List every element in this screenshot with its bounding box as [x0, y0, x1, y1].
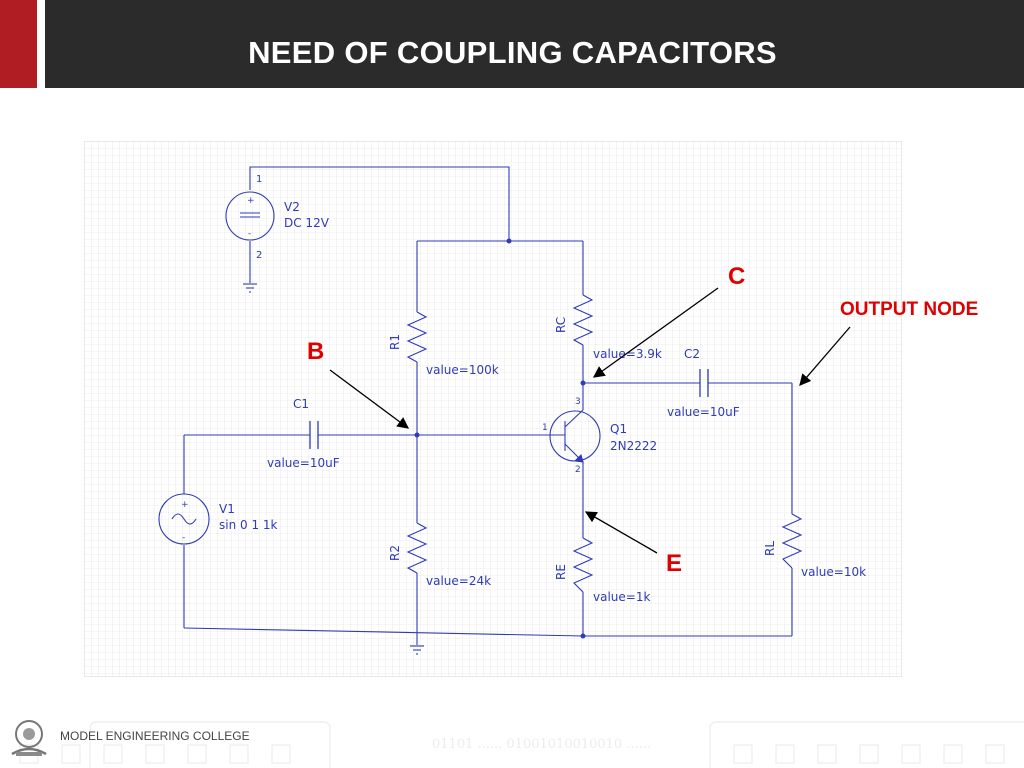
title-bar: [45, 0, 1024, 88]
resistor-r2: [406, 522, 428, 574]
v2-name: V2: [284, 200, 300, 214]
r1-name: R1: [388, 334, 402, 350]
resistor-rc: [572, 294, 594, 346]
c2-value: value=10uF: [667, 405, 740, 419]
transistor-q1: [548, 409, 601, 463]
rl-value: value=10k: [801, 565, 866, 579]
ground-symbol-main: [410, 645, 424, 655]
footer-college-name: MODEL ENGINEERING COLLEGE: [60, 729, 250, 743]
v1-name: V1: [219, 502, 235, 516]
c1-value: value=10uF: [267, 456, 340, 470]
capacitor-c1: [309, 421, 319, 449]
junction-dots: [414, 238, 586, 639]
re-name: RE: [554, 564, 568, 580]
ground-symbol-v2: [243, 283, 257, 293]
rl-name: RL: [763, 541, 777, 556]
circuit-wires: [183, 166, 793, 645]
footer-decoration: 01101 ...... 01001010010010 ......: [19, 721, 1024, 768]
r2-name: R2: [388, 545, 402, 561]
rc-value: value=3.9k: [593, 347, 662, 361]
schematic-grid: [84, 141, 902, 677]
q1-model: 2N2222: [610, 439, 657, 453]
re-value: value=1k: [593, 590, 650, 604]
q1-pin-3: 3: [575, 397, 581, 407]
college-logo: [11, 720, 47, 756]
q1-name: Q1: [610, 422, 627, 436]
q1-pin-1: 1: [542, 423, 548, 433]
r1-value: value=100k: [426, 363, 499, 377]
resistor-r1: [406, 311, 428, 363]
v2-pin-2: 2: [256, 250, 262, 261]
v2-minus: -: [248, 229, 251, 239]
v1-minus: -: [182, 533, 185, 543]
dc-source-v2: [225, 191, 275, 241]
slide-title: NEED OF COUPLING CAPACITORS: [248, 35, 777, 70]
rc-name: RC: [554, 317, 568, 333]
v2-pin-1: 1: [256, 174, 262, 185]
resistor-rl: [781, 513, 803, 569]
r2-value: value=24k: [426, 574, 491, 588]
q1-pin-2: 2: [575, 465, 581, 475]
v2-value: DC 12V: [284, 216, 330, 230]
c2-name: C2: [684, 347, 700, 361]
v2-plus: +: [247, 196, 255, 206]
title-accent-bar: [0, 0, 37, 88]
footer-binary: 01101 ...... 01001010010010 ......: [432, 737, 651, 752]
v1-plus: +: [181, 500, 189, 510]
ac-source-v1: [158, 493, 210, 545]
v1-value: sin 0 1 1k: [219, 518, 278, 532]
c1-name: C1: [293, 397, 309, 411]
circuit-schematic: + - 1 2 V2 DC 12V + - V1 sin 0 1 1k R1 v…: [84, 141, 902, 677]
